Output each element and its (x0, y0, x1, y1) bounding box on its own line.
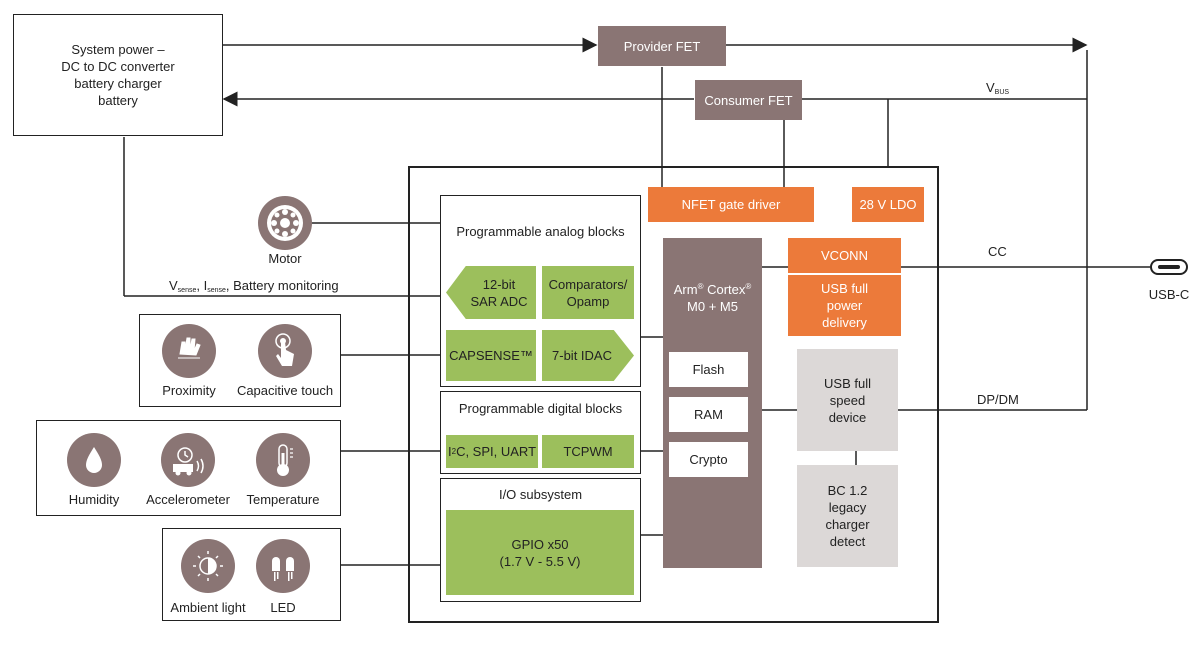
usb-fs-line1: USB full (824, 375, 871, 391)
sense-v-sub: sense (177, 287, 197, 294)
thermometer-icon (256, 433, 310, 487)
sense-i: , I (196, 278, 208, 293)
sar-adc-line2: SAR ADC (470, 293, 528, 309)
system-power-line2: DC to DC converter (61, 59, 175, 74)
led-icon (256, 539, 310, 593)
i2c-post: C, SPI, UART (456, 444, 537, 459)
usb-fs-line3: device (828, 409, 867, 425)
bc-line1: BC 1.2 (827, 483, 868, 498)
sense-rest: , Battery monitoring (225, 278, 339, 293)
usb-fs-device: USB full speed device (797, 349, 898, 451)
system-power-line1: System power – (71, 42, 165, 57)
vbus-main: V (986, 80, 995, 95)
cc-label: CC (988, 244, 1007, 259)
usb-c-connector-icon (1150, 259, 1188, 275)
analog-title: Programmable analog blocks (456, 224, 625, 239)
i2c-sup: 2 (451, 447, 457, 456)
ram-block: RAM (669, 397, 748, 432)
flash-block: Flash (669, 352, 748, 387)
led-label: LED (270, 600, 296, 615)
usb-pd-block: USB full power delivery (788, 275, 901, 336)
usb-pd-line2: power (826, 298, 863, 313)
usb-c-tongue (1158, 265, 1180, 269)
system-power-line4: battery (98, 93, 138, 108)
ambient-light-label: Ambient light (170, 600, 246, 615)
vbus-label: VBUS (986, 80, 1009, 96)
bc-line4: detect (829, 534, 866, 549)
provider-fet-box: Provider FET (598, 26, 726, 66)
crypto-block: Crypto (669, 442, 748, 477)
nfet-gate-driver: NFET gate driver (648, 187, 814, 222)
usb-fs-line2: speed (829, 392, 866, 408)
humidity-label: Humidity (68, 492, 120, 507)
comparators-line2: Opamp (566, 293, 610, 309)
vconn-block: VCONN (788, 238, 901, 273)
comparators-block: Comparators/ Opamp (542, 266, 634, 319)
vbus-sub: BUS (994, 89, 1010, 96)
usb-pd-line3: delivery (822, 315, 867, 330)
cpu-reg1: ® (697, 282, 704, 291)
dpdm-label: DP/DM (977, 392, 1019, 407)
cpu-label: Arm® Cortex® M0 + M5 (663, 278, 762, 315)
temperature-label: Temperature (246, 492, 320, 507)
gpio-line2: (1.7 V - 5.5 V) (499, 553, 581, 569)
sense-i-sub: sense (207, 287, 226, 294)
capacitive-touch-label: Capacitive touch (236, 383, 334, 398)
sense-label: Vsense, Isense, Battery monitoring (169, 278, 339, 294)
cpu-line2: M0 + M5 (687, 299, 738, 314)
gpio-block: GPIO x50 (1.7 V - 5.5 V) (446, 510, 634, 595)
i2c-pre: I (447, 444, 452, 459)
gpio-line1: GPIO x50 (511, 536, 569, 552)
bc-line3: charger (825, 517, 870, 532)
accelerometer-label: Accelerometer (146, 492, 230, 507)
tcpwm-block: TCPWM (542, 435, 634, 468)
cpu-arm: Arm (673, 282, 698, 297)
droplet-icon (67, 433, 121, 487)
digital-title: Programmable digital blocks (458, 401, 623, 416)
sense-v: V (169, 278, 178, 293)
system-power-box: System power – DC to DC converter batter… (13, 14, 223, 136)
motor-label: Motor (268, 251, 302, 266)
ldo-block: 28 V LDO (852, 187, 924, 222)
sar-adc-block: 12-bit SAR ADC (446, 266, 536, 319)
consumer-fet-box: Consumer FET (695, 80, 802, 120)
idac-block: 7-bit IDAC (542, 330, 634, 381)
usb-c-label: USB-C (1148, 287, 1190, 302)
accelerometer-icon (161, 433, 215, 487)
bc-charger-detect: BC 1.2 legacy charger detect (797, 465, 898, 567)
bc-line2: legacy (828, 500, 867, 515)
motor-icon (258, 196, 312, 250)
cpu-reg2: ® (745, 282, 752, 291)
system-power-line3: battery charger (74, 76, 162, 91)
sar-adc-line1: 12-bit (482, 276, 516, 292)
usb-pd-line1: USB full (821, 281, 868, 296)
chip-outline (408, 166, 939, 623)
touch-icon (258, 324, 312, 378)
comparators-line1: Comparators/ (548, 276, 628, 292)
capsense-block: CAPSENSE™ (446, 330, 536, 381)
light-icon (181, 539, 235, 593)
hand-icon (162, 324, 216, 378)
proximity-label: Proximity (162, 383, 216, 398)
io-title: I/O subsystem (498, 487, 583, 502)
cpu-cortex: Cortex (703, 282, 746, 297)
